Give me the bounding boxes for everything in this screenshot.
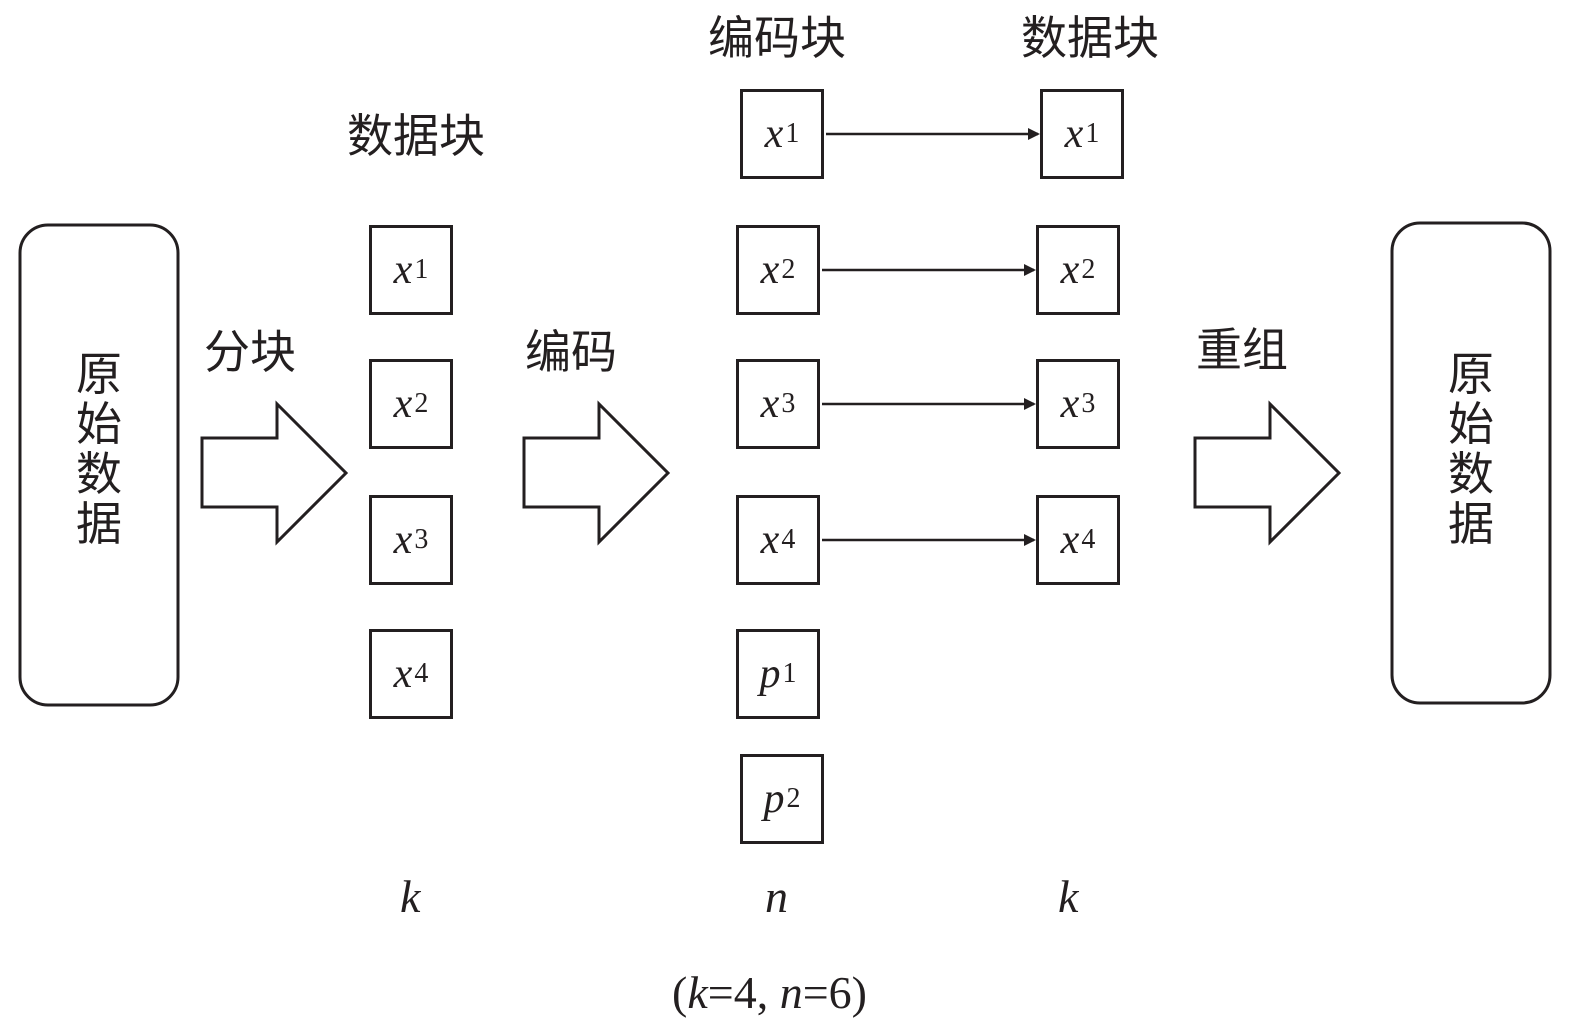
reassemble-arrow-icon [1193,400,1342,546]
count-label-k-right: k [1058,871,1079,922]
count-label-k-left: k [400,871,421,922]
encode-label: 编码 [525,327,617,378]
encoded-blocks-title: 编码块 [708,13,846,64]
original-data-label-left: 原始数据 [76,349,122,550]
original-data-label-right: 原始数据 [1448,349,1494,550]
count-label-n: n [765,871,788,922]
split-arrow-icon [200,400,349,546]
data-blocks-title: 数据块 [347,111,485,162]
recovered-blocks-title: 数据块 [1021,13,1159,64]
original-data-box-right [1390,221,1552,705]
split-label: 分块 [204,327,296,378]
reassemble-label: 重组 [1196,325,1288,376]
encode-arrow-icon [522,400,671,546]
parameter-caption: (k=4, n=6) [672,967,867,1018]
original-data-box-left [18,223,180,707]
